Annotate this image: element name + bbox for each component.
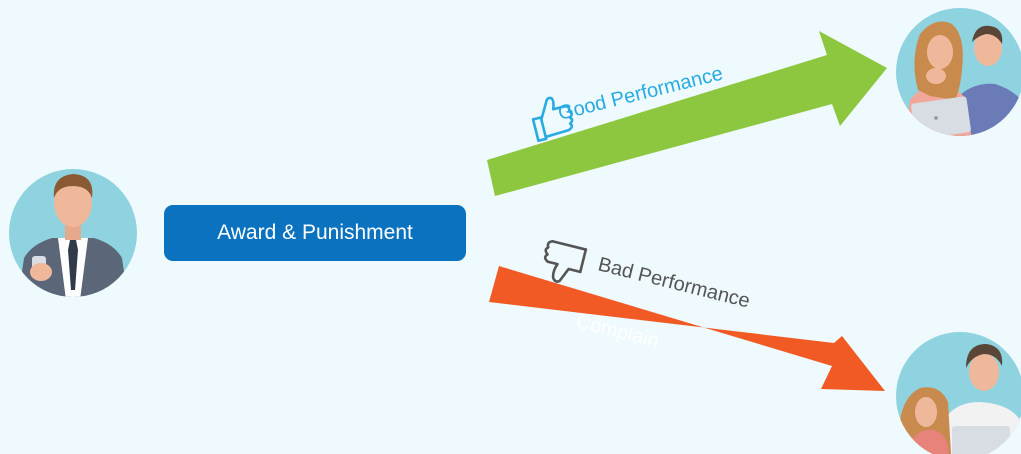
happy-couple-avatar (896, 8, 1021, 136)
award-punishment-box: Award & Punishment (164, 205, 466, 261)
good-performance-arrow (487, 31, 887, 196)
businessman-avatar (9, 169, 137, 297)
award-punishment-label: Award & Punishment (217, 221, 413, 244)
bad-performance-arrow (489, 266, 885, 391)
thumbs-up-icon (531, 96, 574, 143)
unhappy-couple-avatar (896, 332, 1021, 454)
thumbs-down-icon (543, 240, 588, 283)
